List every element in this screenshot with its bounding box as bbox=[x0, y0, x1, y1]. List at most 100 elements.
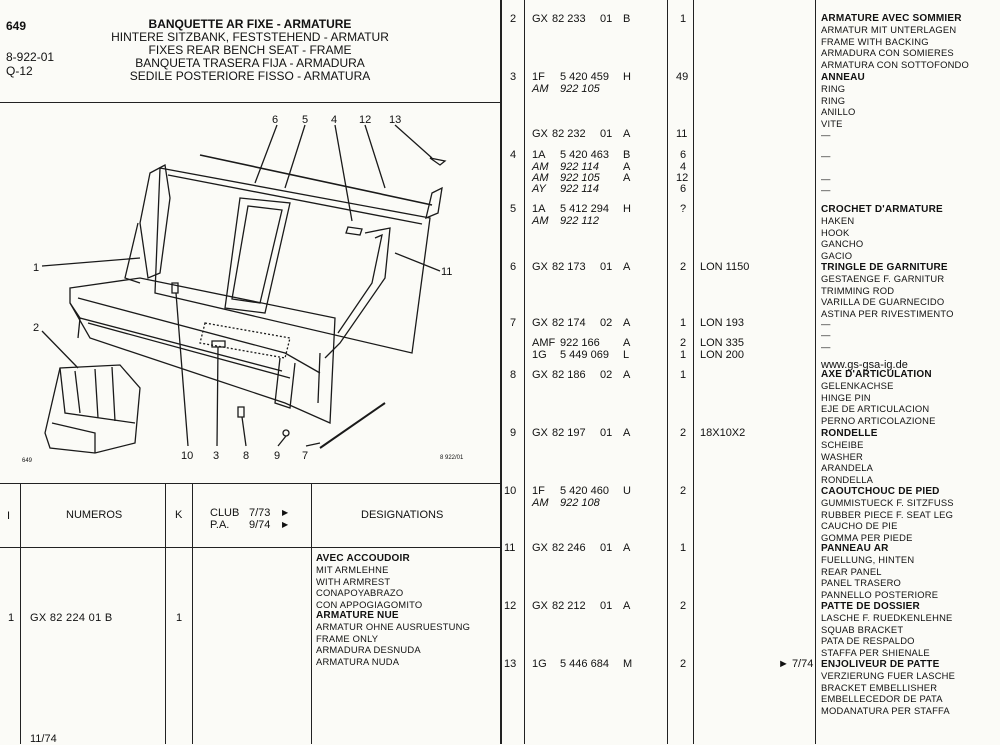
description-line: GOMMA PER PIEDE bbox=[821, 531, 913, 543]
part-qty: 1 bbox=[680, 542, 687, 554]
col-head-k: K bbox=[175, 509, 183, 521]
part-qty: 1 bbox=[680, 13, 687, 25]
pa-label: P.A. bbox=[210, 519, 230, 531]
part-variant: M bbox=[623, 658, 633, 670]
row1-number: GX 82 224 01 B bbox=[30, 612, 113, 624]
description-line: GACIO bbox=[821, 249, 853, 261]
desc-line: AVEC ACCOUDOIR bbox=[316, 553, 410, 564]
part-prefix: GX bbox=[532, 542, 548, 554]
part-variant: L bbox=[623, 349, 630, 361]
part-suffix: 01 bbox=[600, 261, 613, 273]
description-line: ARMATURA CON SOTTOFONDO bbox=[821, 58, 970, 70]
title-it: SEDILE POSTERIORE FISSO - ARMATURA bbox=[129, 69, 371, 83]
part-qty: ? bbox=[680, 203, 687, 215]
callout-3: 3 bbox=[213, 450, 219, 462]
right-col-divider-1 bbox=[524, 0, 525, 744]
desc-line: ARMATUR OHNE AUSRUESTUNG bbox=[316, 621, 471, 633]
part-qty: 49 bbox=[676, 71, 689, 83]
description-line: GUMMISTUECK F. SITZFUSS bbox=[821, 497, 954, 509]
description-line: — bbox=[821, 150, 831, 161]
description-line: PERNO ARTICOLAZIONE bbox=[821, 414, 936, 426]
part-prefix: AM bbox=[532, 497, 549, 509]
part-number: 922 114 bbox=[560, 161, 599, 173]
description-title: CROCHET D'ARMATURE bbox=[821, 204, 943, 215]
description-line: EMBELLECEDOR DE PATA bbox=[821, 693, 943, 705]
part-prefix: AM bbox=[532, 215, 549, 227]
part-prefix: AM bbox=[532, 161, 549, 173]
part-extra: LON 335 bbox=[700, 337, 745, 349]
callout-8: 8 bbox=[243, 450, 249, 462]
title-es: BANQUETA TRASERA FIJA - ARMADURA bbox=[135, 56, 365, 70]
part-prefix: GX bbox=[532, 13, 548, 25]
part-item: 10 bbox=[504, 485, 517, 497]
part-number: 922 114 bbox=[560, 183, 599, 195]
callout-6: 6 bbox=[272, 114, 278, 126]
part-number: 82 174 bbox=[552, 317, 586, 329]
description-line: ARANDELA bbox=[821, 462, 874, 474]
seat-frame-diagram: 6 5 4 12 13 1 11 2 10 3 8 9 7 649 8 922/… bbox=[22, 114, 464, 464]
part-item: 7 bbox=[510, 317, 517, 329]
part-prefix: GX bbox=[532, 369, 548, 381]
part-prefix: 1A bbox=[532, 203, 546, 215]
part-item: 6 bbox=[510, 261, 517, 273]
description-line: CAUCHO DE PIE bbox=[821, 520, 898, 532]
callout-12: 12 bbox=[359, 114, 371, 126]
part-number: 922 105 bbox=[560, 172, 600, 184]
col-divider-3 bbox=[192, 483, 193, 744]
part-qty: 1 bbox=[680, 349, 687, 361]
part-variant: A bbox=[623, 542, 631, 554]
description-title: PATTE DE DOSSIER bbox=[821, 601, 920, 612]
description-line: ARMATUR MIT UNTERLAGEN bbox=[821, 24, 957, 36]
desc-line: CONAPOYABRAZO bbox=[316, 587, 404, 599]
description-block: ——— bbox=[821, 318, 831, 352]
part-number: 5 420 463 bbox=[560, 149, 609, 161]
part-extra: LON 193 bbox=[700, 317, 745, 329]
page-number: 649 bbox=[6, 19, 27, 33]
description-block: — bbox=[821, 129, 831, 140]
description-line: PANEL TRASERO bbox=[821, 577, 902, 589]
description-line: LASCHE F. RUEDKENLEHNE bbox=[821, 612, 953, 624]
description-line: TRIMMING ROD bbox=[821, 284, 895, 296]
part-suffix: 01 bbox=[600, 427, 613, 439]
description-line: — bbox=[821, 318, 831, 329]
description-line: ASTINA PER RIVESTIMENTO bbox=[821, 307, 954, 319]
part-qty: 2 bbox=[680, 600, 687, 612]
description-line: GESTAENGE F. GARNITUR bbox=[821, 273, 945, 285]
part-number: 922 105 bbox=[560, 83, 600, 95]
watermark-url: www.gs-gsa-ig.de bbox=[821, 359, 908, 371]
part-extra: 18X10X2 bbox=[700, 427, 746, 439]
part-number: 922 166 bbox=[560, 337, 600, 349]
part-prefix: 1F bbox=[532, 71, 545, 83]
part-qty: 1 bbox=[680, 317, 687, 329]
description-line: FRAME WITH BACKING bbox=[821, 35, 929, 47]
club-value: 7/73 bbox=[249, 507, 271, 519]
part-qty: 2 bbox=[680, 337, 687, 349]
part-qty: 2 bbox=[680, 485, 687, 497]
callout-10: 10 bbox=[181, 450, 193, 462]
description-line: — bbox=[821, 129, 831, 140]
row1-item: 1 bbox=[8, 612, 15, 624]
callout-1: 1 bbox=[33, 262, 39, 274]
description-line: FUELLUNG, HINTEN bbox=[821, 554, 915, 566]
part-variant: A bbox=[623, 128, 631, 140]
part-variant: A bbox=[623, 427, 631, 439]
part-variant: A bbox=[623, 369, 631, 381]
part-prefix: AM bbox=[532, 172, 549, 184]
description-line: HAKEN bbox=[821, 215, 855, 227]
part-suffix: 02 bbox=[600, 317, 613, 329]
page-title: BANQUETTE AR FIXE - ARMATURE HINTERE SIT… bbox=[100, 18, 400, 83]
part-suffix: 01 bbox=[600, 600, 613, 612]
description-line: PATA DE RESPALDO bbox=[821, 635, 915, 647]
part-variant: H bbox=[623, 203, 631, 215]
part-item: 12 bbox=[504, 600, 517, 612]
part-number: 82 246 bbox=[552, 542, 586, 554]
description-title: ARMATURE AVEC SOMMIER bbox=[821, 13, 962, 24]
part-prefix: GX bbox=[532, 128, 548, 140]
part-qty: 6 bbox=[680, 149, 687, 161]
part-qty: 2 bbox=[680, 261, 687, 273]
part-prefix: AMF bbox=[532, 337, 556, 349]
